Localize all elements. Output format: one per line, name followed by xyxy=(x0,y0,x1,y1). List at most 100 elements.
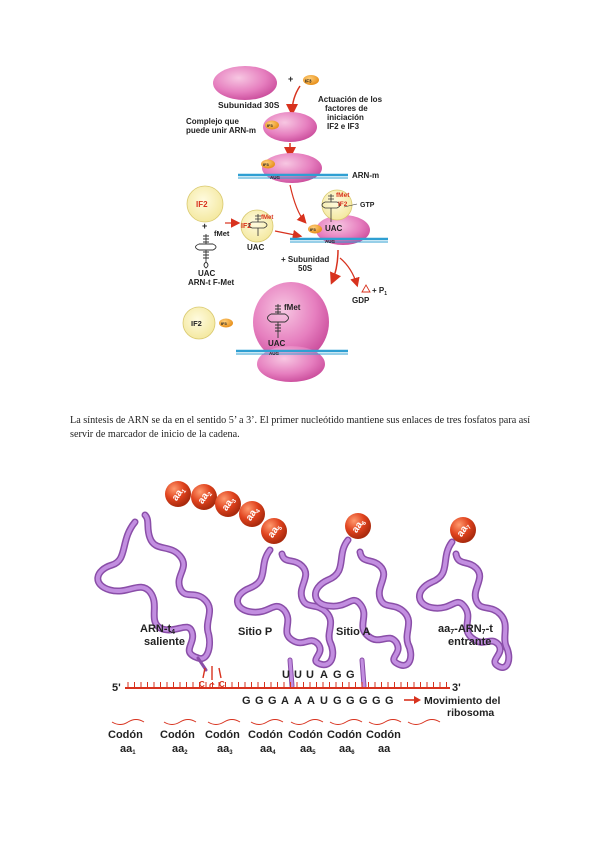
if3-token xyxy=(303,75,319,85)
amino-acid-ball xyxy=(165,481,191,507)
codon-label: Codón xyxy=(108,729,143,741)
codon-brace xyxy=(111,719,145,725)
caption: La síntesis de ARN se da en el sentido 5… xyxy=(70,415,531,440)
codon-braces xyxy=(111,719,441,725)
anticodon-base: U xyxy=(282,669,290,681)
mrna-base: G xyxy=(372,695,381,707)
if3-token-label: IF3 xyxy=(310,227,317,232)
if3-token-label: IF3 xyxy=(267,123,274,128)
mrna-base: A xyxy=(307,695,315,707)
gtp-pointer xyxy=(343,203,358,208)
anticodon-base: A xyxy=(320,669,328,681)
complex-30s-shape xyxy=(263,112,317,142)
five-prime-label: 5' xyxy=(112,682,121,694)
mrna-label: ARN-m xyxy=(352,171,379,180)
if3-token-label: IF3 xyxy=(305,79,312,84)
amino-acid-ball xyxy=(345,513,371,539)
codon-aa: aa3 xyxy=(217,743,233,756)
amino-acid-label: aa4 xyxy=(244,504,263,523)
add-50s-label: + Subunidad 50S xyxy=(281,255,331,273)
trna-right xyxy=(321,194,341,222)
gdp-label: GDP xyxy=(352,296,370,305)
arrow-down xyxy=(330,249,342,285)
codon-label: Codón xyxy=(327,729,362,741)
exiting-trna-label: ARN-t4 saliente xyxy=(140,623,185,648)
codon-labels: Codón Codón Codón Codón Codón Codón Codó… xyxy=(108,729,401,756)
fmet-label: fMet xyxy=(284,303,301,312)
mrna-base: G xyxy=(385,695,394,707)
anticodon-label: UAC xyxy=(325,224,343,233)
subunit-30s-shape xyxy=(213,66,277,100)
codon-label: Codón xyxy=(248,729,283,741)
mrna-base: A xyxy=(294,695,302,707)
mrna-base: G xyxy=(268,695,277,707)
if3-token xyxy=(261,159,275,169)
codon-brace xyxy=(163,719,197,725)
codon-label: Codón xyxy=(160,729,195,741)
anticodon-label: UAC xyxy=(198,269,216,278)
codon-brace xyxy=(290,719,324,725)
ribosome-movement-label: Movimiento del ribosoma xyxy=(424,695,503,719)
cca-tail xyxy=(202,666,222,680)
incoming-trna-label: aa7-ARN7-t entrante xyxy=(438,623,496,648)
arrow-down xyxy=(289,184,307,224)
if2-released-shape xyxy=(182,306,216,340)
trna-p-site xyxy=(234,546,337,689)
anticodon-base: G xyxy=(333,669,342,681)
codon-aa: aa4 xyxy=(260,743,276,756)
trna-incoming xyxy=(416,538,513,671)
codon-label: Codón xyxy=(205,729,240,741)
p-site-label: Sitio P xyxy=(238,626,272,638)
if3-token xyxy=(219,318,233,328)
amino-acid-label: aa1 xyxy=(170,484,189,503)
fmet-label: fMet xyxy=(261,215,273,221)
trna-fmet-left xyxy=(195,234,217,269)
amino-acid-ball xyxy=(191,484,217,510)
mrna-base: G xyxy=(359,695,368,707)
arrow-right xyxy=(274,229,303,240)
amino-acid-label: aa2 xyxy=(196,487,215,506)
codon-brace xyxy=(250,719,284,725)
aug-codon-label: AUG xyxy=(325,239,335,244)
subunit-30s-label: Subunidad 30S xyxy=(218,100,280,110)
if2-factor-shape xyxy=(186,185,224,223)
codon-brace xyxy=(407,719,441,725)
amino-acid-chain: aa1 aa2 aa3 aa4 aa5 aa6 aa7 xyxy=(165,481,476,544)
if3-token-label: IF3 xyxy=(263,162,270,167)
elongation-diagram: C C C aa1 aa2 aa3 aa4 aa5 aa6 aa7 ARN-t4… xyxy=(94,481,513,756)
mrna-sequence: G G G A A A U G G G G G xyxy=(242,695,394,707)
initiation-factors-note: Actuación de los factores de iniciación … xyxy=(318,95,384,131)
codon-aa: aa1 xyxy=(120,743,136,756)
codon-aa: aa xyxy=(378,743,391,755)
if2-label: IF2 xyxy=(338,201,348,208)
amino-acid-ball xyxy=(215,491,241,517)
mrna-ticks xyxy=(127,682,447,688)
mrna-base: G xyxy=(333,695,342,707)
codon-aa: aa6 xyxy=(339,743,355,756)
codon-label: Codón xyxy=(366,729,401,741)
if2-label: IF2 xyxy=(241,223,251,230)
anticodon-base: U xyxy=(306,669,314,681)
if3-token xyxy=(308,224,322,234)
three-prime-label: 3' xyxy=(452,682,461,694)
codon-brace xyxy=(368,719,402,725)
mrna-base: G xyxy=(242,695,251,707)
amino-acid-label: aa6 xyxy=(350,516,369,535)
ribosome-30s-shape xyxy=(257,346,325,382)
mrna-base: G xyxy=(255,695,264,707)
if2-label: IF2 xyxy=(191,319,202,328)
trna-fmet-label: ARN-t F-Met xyxy=(188,278,235,287)
amino-acid-ball xyxy=(450,517,476,543)
mrna-base: G xyxy=(346,695,355,707)
if2-label: IF2 xyxy=(196,200,208,209)
amino-acid-ball xyxy=(261,518,287,544)
anticodon-label: UAC xyxy=(247,243,265,252)
anticodon-label: UAC xyxy=(268,339,286,348)
anticodon-sequence: U U U A G G xyxy=(282,669,355,681)
initiation-complex-shape xyxy=(316,215,370,245)
amino-acid-label: aa5 xyxy=(266,521,285,540)
phosphate-triangle xyxy=(361,284,371,293)
plus-sign: + xyxy=(202,221,207,231)
amino-acid-label: aa3 xyxy=(220,494,239,513)
trna-bottom xyxy=(267,304,289,338)
